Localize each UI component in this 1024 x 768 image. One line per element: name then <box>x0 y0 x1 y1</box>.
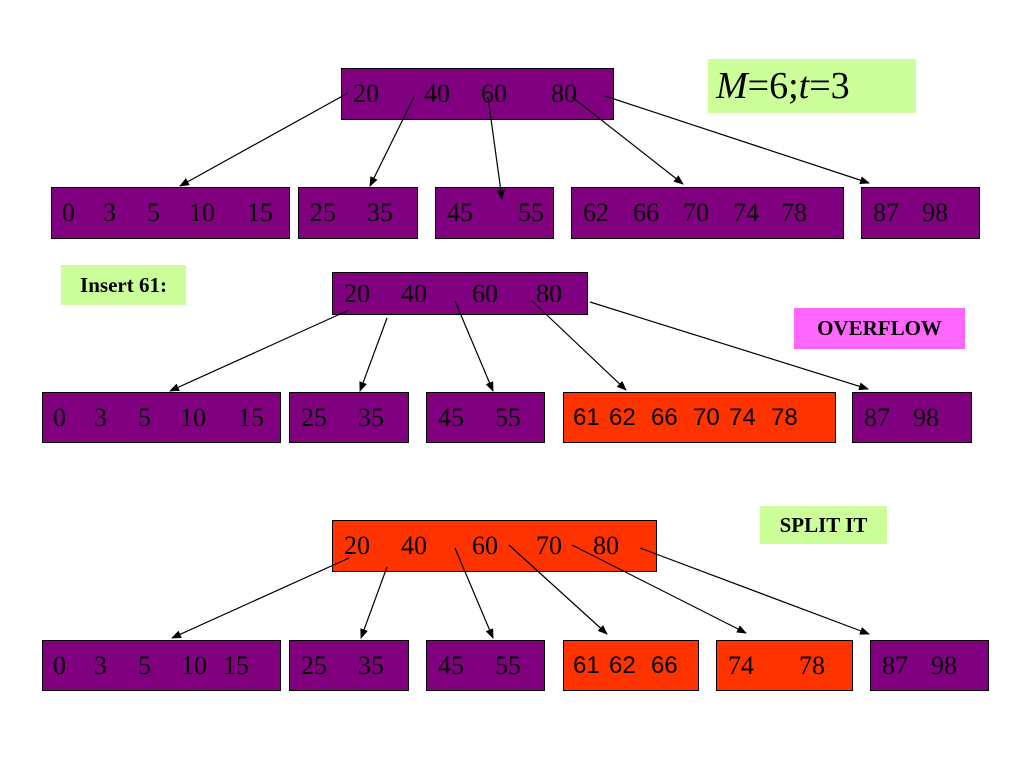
tree1-leaf-key: 25 <box>310 198 336 227</box>
tree2-leaf-node: 87 98 <box>852 392 972 443</box>
tree3-pointer-arrow <box>360 566 388 639</box>
tree1-pointer-arrow <box>179 92 349 187</box>
insert-label: Insert 61: <box>61 265 186 305</box>
tree2-leaf-key: 87 <box>864 402 890 432</box>
tree3-leaf-key: 74 <box>728 650 754 680</box>
tree2-leaf-key: 62 <box>609 403 636 431</box>
overflow-label: OVERFLOW <box>794 308 965 349</box>
formula-eq2: =3 <box>809 65 850 107</box>
tree2-root-key: 20 <box>344 278 370 308</box>
tree3-split-right-leaf-node: 74 78 <box>716 640 853 691</box>
tree3-leaf-key: 78 <box>799 650 825 680</box>
tree2-root-key: 80 <box>536 278 562 308</box>
tree1-leaf-key: 62 <box>583 198 609 227</box>
tree1-root-key: 20 <box>353 79 379 108</box>
tree3-leaf-key: 5 <box>138 650 151 680</box>
tree1-leaf-key: 3 <box>103 198 116 227</box>
tree2-leaf-key: 66 <box>651 403 678 431</box>
tree1-leaf-key: 5 <box>147 198 160 227</box>
tree2-leaf-key: 15 <box>238 402 264 432</box>
tree1-root-key: 40 <box>424 79 450 108</box>
tree2-root-node: 20 40 60 80 <box>332 272 588 315</box>
tree2-root-key: 60 <box>472 278 498 308</box>
tree3-leaf-node: 45 55 <box>426 640 545 691</box>
tree3-leaf-node: 87 98 <box>870 640 989 691</box>
formula-m: M <box>716 65 748 107</box>
tree1-leaf-key: 66 <box>633 198 659 227</box>
tree3-leaf-key: 55 <box>495 650 521 680</box>
tree2-leaf-node: 45 55 <box>426 392 545 443</box>
tree1-leaf-key: 15 <box>247 198 273 227</box>
formula-t: t <box>798 65 810 107</box>
tree3-root-key: 40 <box>401 531 427 560</box>
tree1-leaf-key: 10 <box>189 198 215 227</box>
tree2-leaf-key: 55 <box>495 402 521 432</box>
tree3-root-key: 60 <box>472 531 498 560</box>
tree2-overflow-leaf-node: 61 62 66 70 74 78 <box>563 392 836 443</box>
tree3-leaf-key: 62 <box>609 651 636 679</box>
tree2-leaf-node: 25 35 <box>289 392 409 443</box>
tree3-leaf-key: 45 <box>438 650 464 680</box>
tree2-leaf-key: 61 <box>573 403 600 431</box>
tree2-leaf-key: 78 <box>771 403 798 431</box>
overflow-label-text: OVERFLOW <box>817 316 942 340</box>
tree2-leaf-key: 98 <box>913 402 939 432</box>
formula-eq1: =6; <box>747 65 799 107</box>
tree3-leaf-key: 98 <box>931 650 957 680</box>
tree1-root-key: 60 <box>481 79 507 108</box>
tree2-leaf-key: 25 <box>301 402 327 432</box>
tree2-leaf-key: 10 <box>180 402 206 432</box>
tree3-leaf-key: 61 <box>573 651 600 679</box>
tree2-leaf-key: 70 <box>693 403 720 431</box>
tree2-leaf-key: 35 <box>358 402 384 432</box>
tree3-split-left-leaf-node: 61 62 66 <box>563 640 699 691</box>
tree3-leaf-key: 66 <box>651 651 678 679</box>
tree3-leaf-node: 25 35 <box>289 640 409 691</box>
tree3-root-node: 20 40 60 70 80 <box>332 520 657 572</box>
tree2-pointer-arrow <box>359 317 388 392</box>
tree3-pointer-arrow <box>171 557 350 639</box>
tree3-leaf-key: 3 <box>94 650 107 680</box>
tree2-leaf-key: 3 <box>94 402 107 432</box>
tree1-leaf-node: 45 55 <box>435 187 554 239</box>
tree3-root-key: 70 <box>536 531 562 560</box>
tree3-leaf-key: 0 <box>53 650 66 680</box>
tree2-root-key: 40 <box>401 278 427 308</box>
tree1-leaf-key: 45 <box>447 198 473 227</box>
tree2-pointer-arrow <box>169 309 350 392</box>
tree1-leaf-key: 98 <box>922 198 948 227</box>
tree2-leaf-key: 0 <box>53 402 66 432</box>
tree1-leaf-node: 0 3 5 10 15 <box>51 187 290 239</box>
tree2-leaf-node: 0 3 5 10 15 <box>42 392 281 443</box>
tree1-leaf-key: 78 <box>781 198 807 227</box>
tree1-leaf-key: 87 <box>873 198 899 227</box>
tree1-leaf-node: 25 35 <box>298 187 418 239</box>
tree1-leaf-key: 74 <box>733 198 759 227</box>
tree2-leaf-key: 74 <box>729 403 756 431</box>
tree3-leaf-key: 35 <box>358 650 384 680</box>
order-formula-label: M =6; t =3 <box>708 59 916 113</box>
tree3-leaf-key: 10 <box>181 650 207 680</box>
tree1-leaf-node: 87 98 <box>861 187 980 239</box>
tree3-leaf-node: 0 3 5 10 15 <box>42 640 281 691</box>
tree3-pointer-arrow <box>639 547 870 635</box>
split-label: SPLIT IT <box>760 506 887 544</box>
tree1-root-node: 20 40 60 80 <box>341 68 614 120</box>
tree3-root-key: 20 <box>344 531 370 560</box>
split-label-text: SPLIT IT <box>779 512 868 537</box>
tree3-leaf-key: 15 <box>223 650 249 680</box>
insert-label-text: Insert 61: <box>80 272 167 297</box>
tree1-leaf-key: 55 <box>518 198 544 227</box>
tree3-root-key: 80 <box>593 531 619 560</box>
tree2-leaf-key: 45 <box>438 402 464 432</box>
tree1-leaf-key: 35 <box>367 198 393 227</box>
tree3-leaf-key: 87 <box>882 650 908 680</box>
tree1-leaf-key: 70 <box>683 198 709 227</box>
tree1-leaf-key: 0 <box>62 198 75 227</box>
tree2-leaf-key: 5 <box>138 402 151 432</box>
tree1-root-key: 80 <box>551 79 577 108</box>
tree3-leaf-key: 25 <box>301 650 327 680</box>
tree1-leaf-node: 62 66 70 74 78 <box>571 187 844 239</box>
